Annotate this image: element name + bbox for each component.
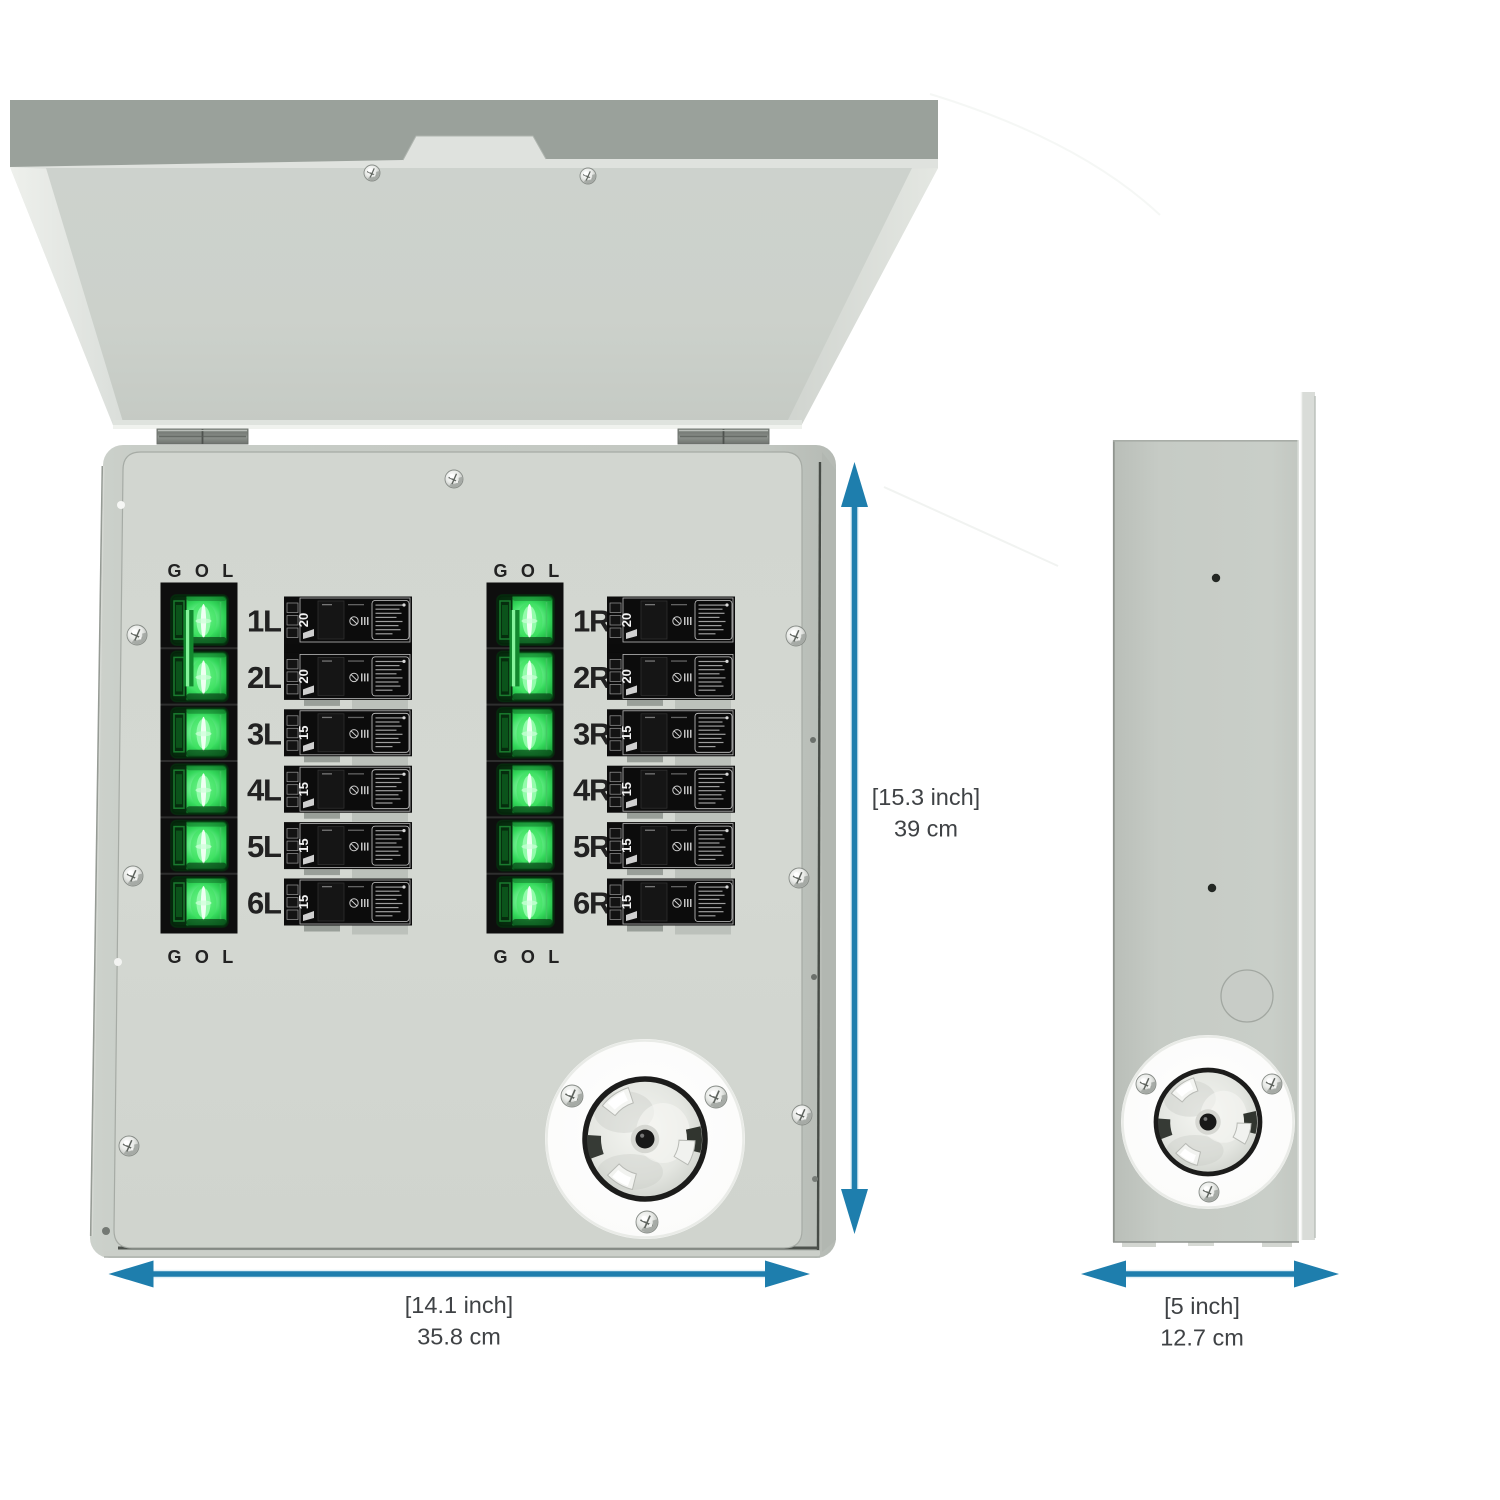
svg-text:39 cm: 39 cm	[894, 816, 958, 842]
svg-text:15: 15	[619, 895, 634, 909]
svg-text:G O L: G O L	[168, 947, 238, 967]
svg-text:15: 15	[619, 838, 634, 852]
svg-text:15: 15	[296, 782, 311, 796]
svg-text:15: 15	[296, 895, 311, 909]
svg-text:3R: 3R	[573, 716, 611, 751]
svg-text:20: 20	[619, 613, 634, 627]
svg-text:15: 15	[296, 726, 311, 740]
svg-text:3L: 3L	[247, 716, 281, 751]
svg-text:G O L: G O L	[494, 947, 564, 967]
svg-text:35.8 cm: 35.8 cm	[417, 1324, 501, 1350]
svg-text:5L: 5L	[247, 829, 281, 864]
svg-text:1R: 1R	[573, 604, 611, 639]
svg-text:15: 15	[619, 726, 634, 740]
svg-text:6L: 6L	[247, 886, 281, 921]
svg-text:20: 20	[296, 613, 311, 627]
svg-text:20: 20	[296, 669, 311, 683]
svg-text:[14.1 inch]: [14.1 inch]	[405, 1292, 513, 1318]
svg-text:12.7 cm: 12.7 cm	[1160, 1325, 1244, 1351]
svg-text:4R: 4R	[573, 773, 611, 808]
svg-text:5R: 5R	[573, 829, 611, 864]
svg-text:6R: 6R	[573, 886, 611, 921]
svg-text:15: 15	[619, 782, 634, 796]
svg-text:4L: 4L	[247, 773, 281, 808]
svg-text:[15.3 inch]: [15.3 inch]	[872, 784, 980, 810]
svg-text:20: 20	[619, 669, 634, 683]
svg-text:2L: 2L	[247, 660, 281, 695]
svg-text:15: 15	[296, 838, 311, 852]
svg-text:2R: 2R	[573, 660, 611, 695]
svg-text:[5 inch]: [5 inch]	[1164, 1293, 1240, 1319]
svg-text:G O L: G O L	[168, 561, 238, 581]
svg-text:G O L: G O L	[494, 561, 564, 581]
svg-text:1L: 1L	[247, 604, 281, 639]
